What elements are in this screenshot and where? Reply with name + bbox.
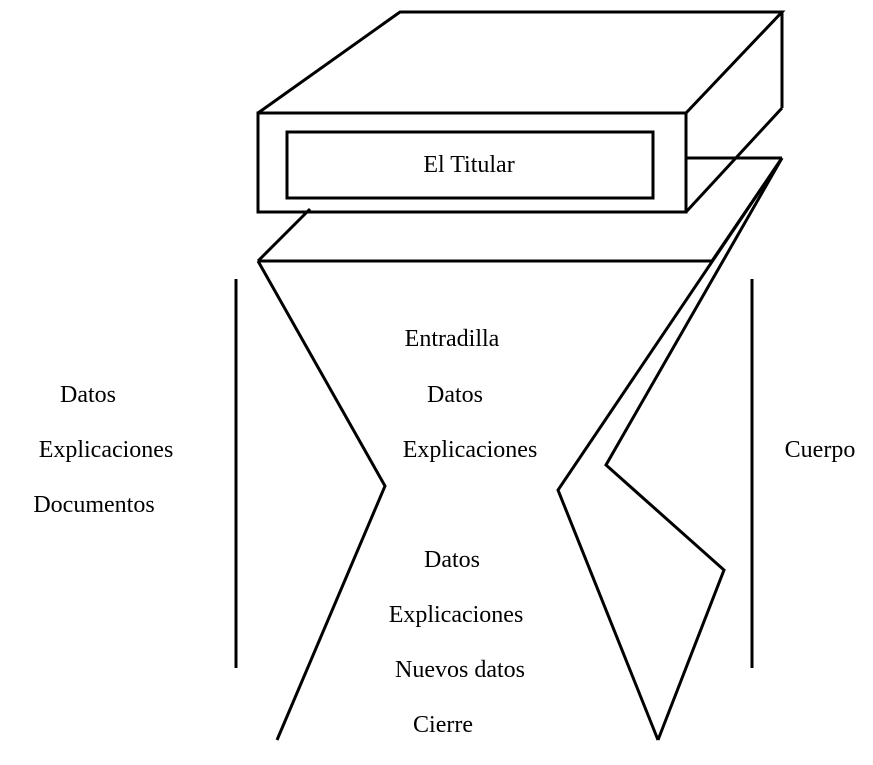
block-top-face (257, 10, 786, 115)
left-item-explanations: Explicaciones (38, 437, 174, 463)
center-top-item-explanations: Explicaciones (402, 437, 538, 463)
body-fold-outline (604, 157, 784, 741)
block-side-bottom-edge (684, 106, 784, 214)
center-top-item-data: Datos (427, 382, 483, 408)
center-top-item-lead: Entradilla (404, 326, 500, 352)
body-right-outline (556, 157, 784, 741)
headline-label: El Titular (423, 152, 515, 178)
headline-inner-frame (285, 130, 655, 200)
headline-block (256, 10, 786, 214)
body-back-left-edge (256, 207, 312, 263)
center-bottom-item-closing: Cierre (413, 712, 473, 738)
center-bottom-item-data: Datos (424, 547, 480, 573)
body-left-outline (256, 260, 387, 741)
center-bottom-item-new-data: Nuevos datos (395, 657, 525, 683)
left-item-documents: Documentos (33, 492, 155, 518)
body-label: Cuerpo (784, 437, 856, 463)
center-bottom-item-explanations: Explicaciones (388, 602, 524, 628)
left-item-data: Datos (60, 382, 116, 408)
body-shape (256, 156, 784, 741)
